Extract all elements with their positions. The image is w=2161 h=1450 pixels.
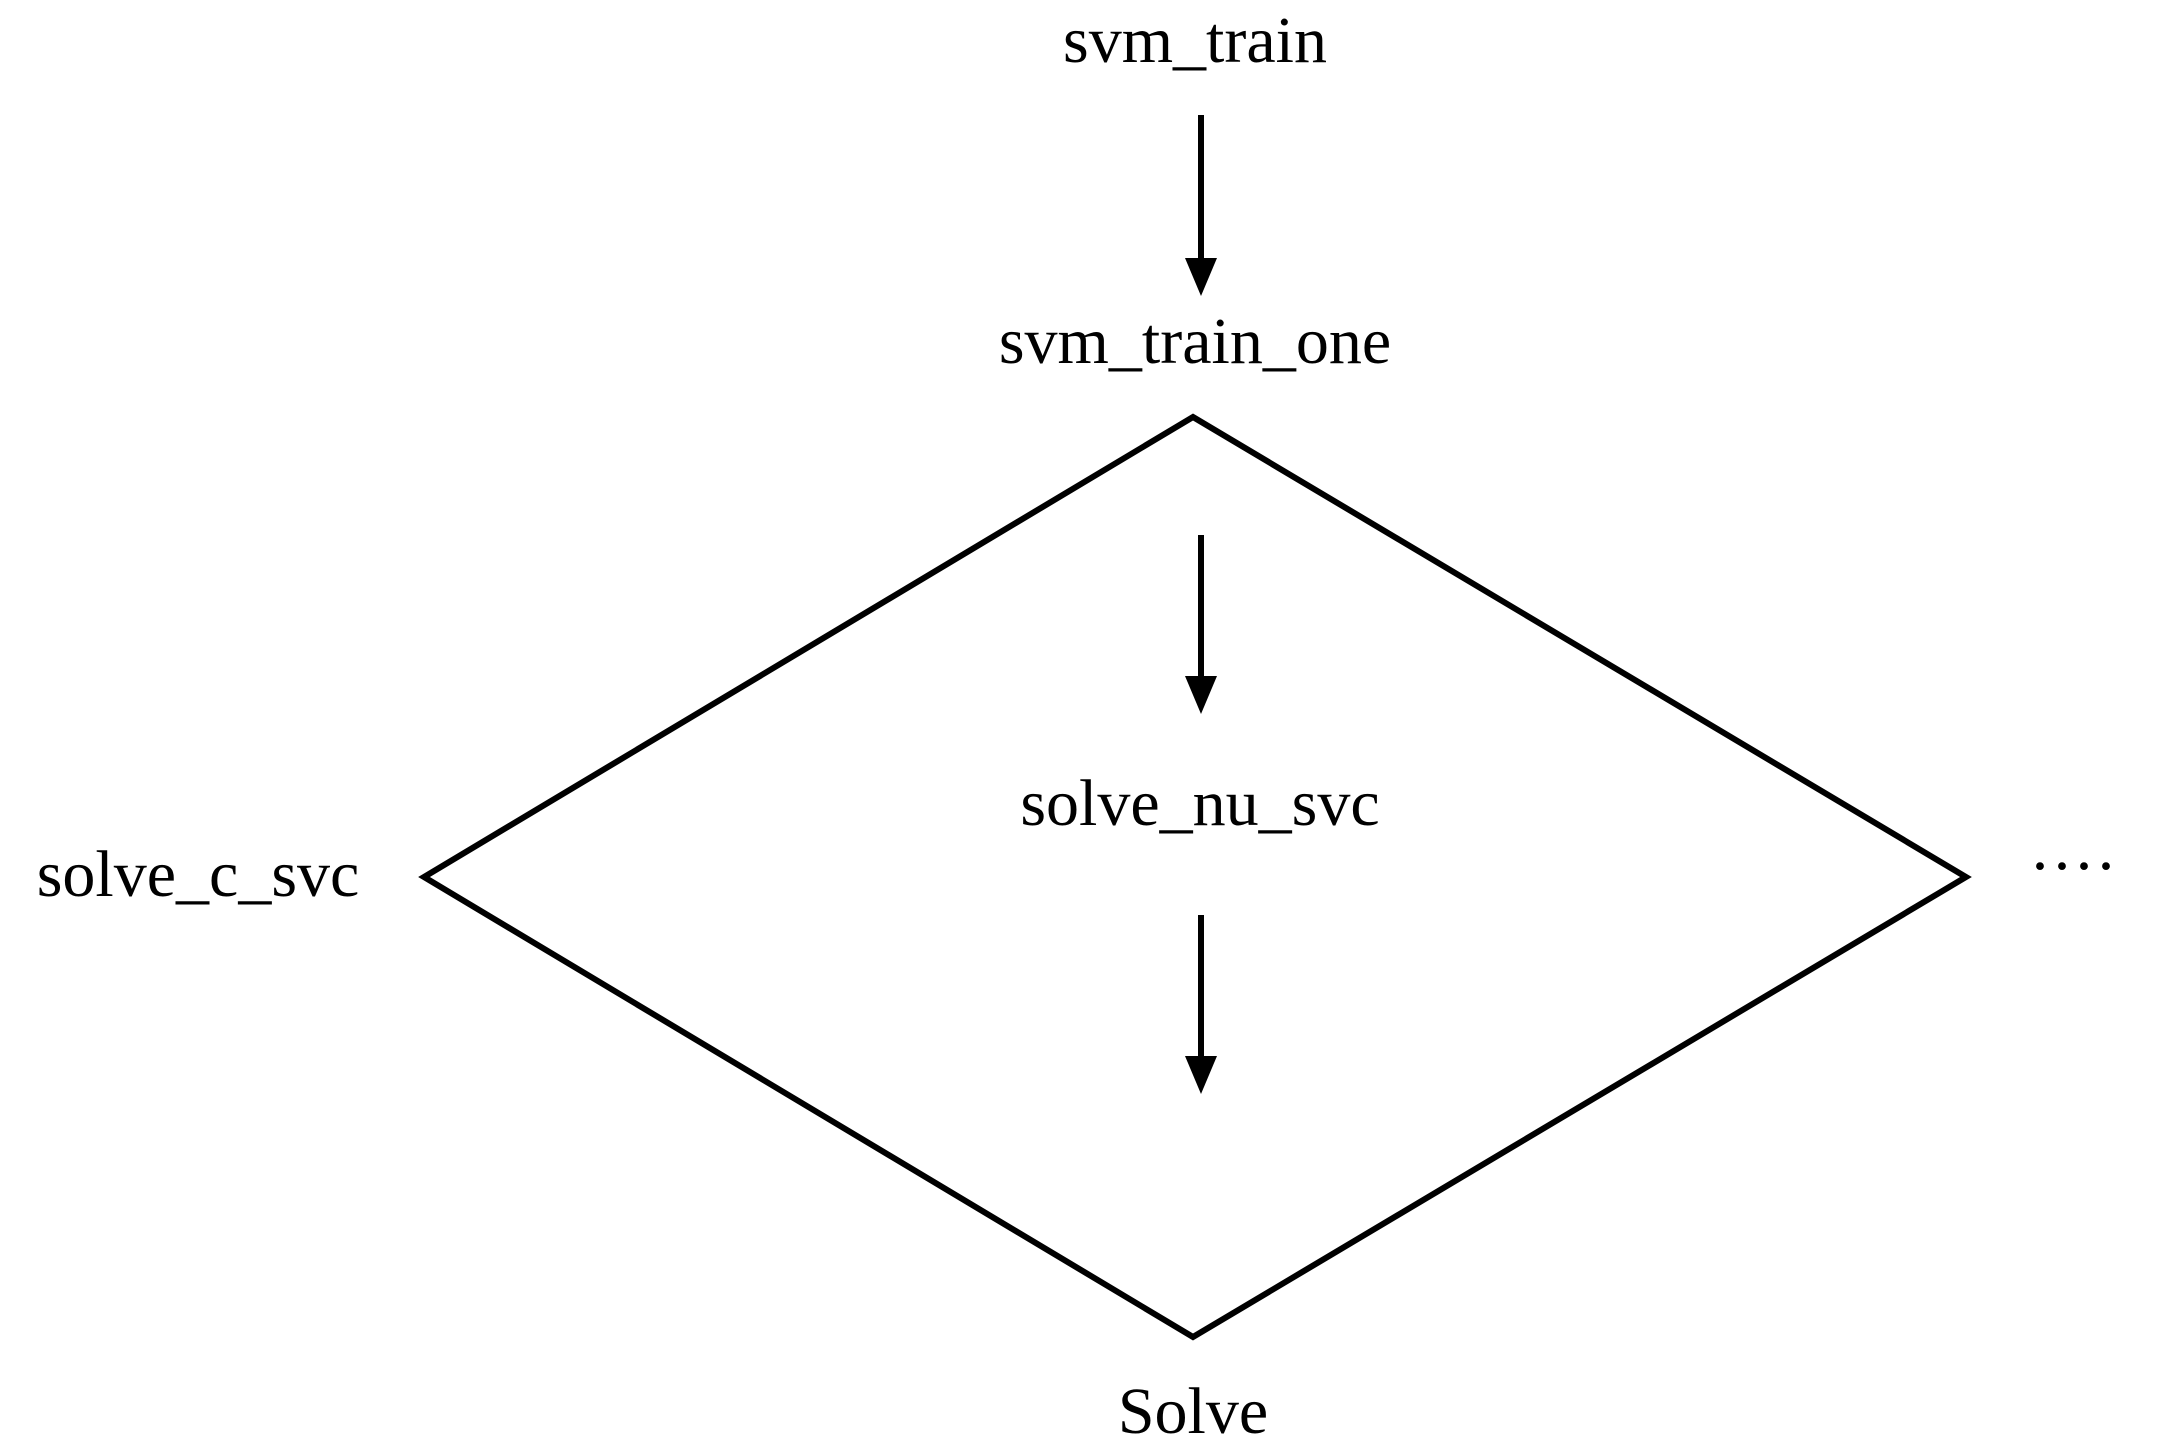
node-more-ellipsis: ···· <box>2029 830 2117 903</box>
node-solve-c-svc: solve_c_svc <box>37 838 360 911</box>
arrow-nu-svc-to-solve <box>1185 915 1217 1094</box>
node-svm-train-one: svm_train_one <box>999 305 1391 378</box>
node-svm-train: svm_train <box>1063 4 1327 77</box>
arrow-head <box>1185 258 1217 296</box>
arrow-train-one-to-nu-svc <box>1185 535 1217 714</box>
node-solve: Solve <box>1118 1375 1268 1448</box>
arrow-head <box>1185 1056 1217 1094</box>
arrow-train-to-train-one <box>1185 115 1217 296</box>
arrow-head <box>1185 676 1217 714</box>
decision-diamond <box>418 413 1972 1341</box>
node-solve-nu-svc: solve_nu_svc <box>1020 767 1379 840</box>
